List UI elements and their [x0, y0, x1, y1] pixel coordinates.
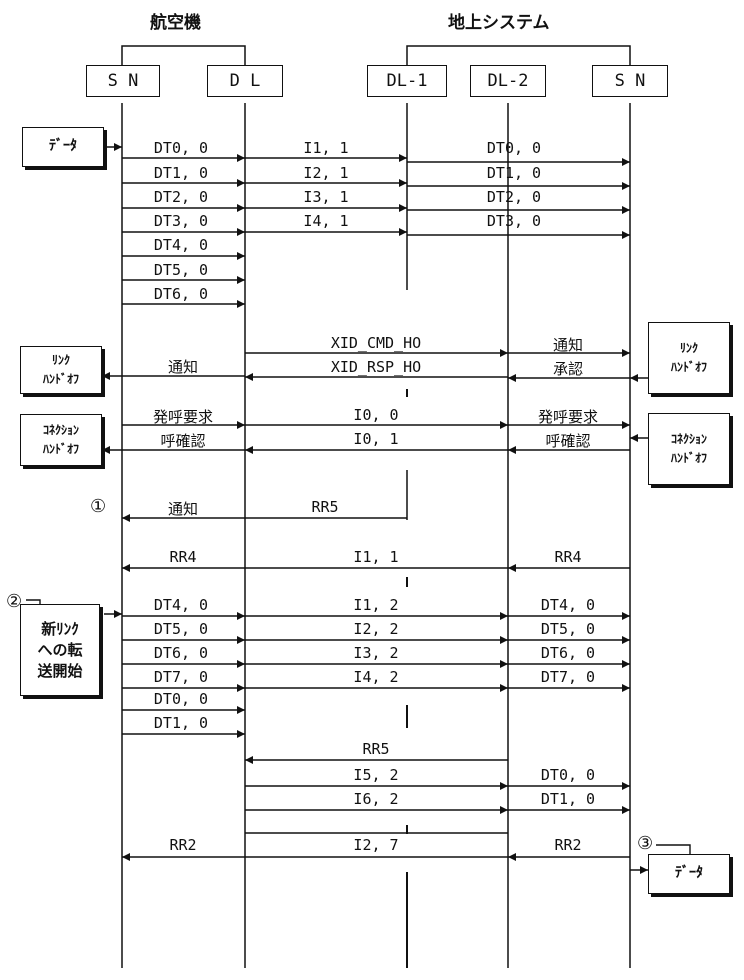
msg-dt60-b-g: DT6, 0 [540, 644, 596, 662]
msg-dt60-b: DT6, 0 [153, 644, 209, 662]
entity-sn-ground: S N [592, 65, 668, 97]
msg-rr5-b: RR5 [362, 740, 390, 758]
msg-i52: I5, 2 [353, 766, 399, 784]
entity-dl2: DL-2 [470, 65, 546, 97]
msg-ack-right: 承認 [552, 360, 584, 378]
msg-dt00-c: DT0, 0 [540, 766, 596, 784]
entity-sn-aircraft: S N [86, 65, 160, 97]
ground-group-label: 地上システム [448, 13, 550, 33]
msg-dt10-c: DT1, 0 [540, 790, 596, 808]
msg-rr5-a: RR5 [311, 498, 339, 516]
msg-rr2-right: RR2 [554, 836, 582, 854]
msg-call-request-right: 発呼要求 [537, 408, 599, 426]
msg-xid-rsp-ho: XID_RSP_HO [330, 358, 422, 376]
data-box-top: ﾃﾞｰﾀ [22, 127, 104, 167]
connection-handoff-right: ｺﾈｸｼｮﾝ ﾊﾝﾄﾞｵﾌ [648, 413, 730, 485]
msg-i11: I1, 1 [303, 139, 349, 157]
data-box-bottom: ﾃﾞｰﾀ [648, 854, 730, 894]
msg-notify-left: 通知 [167, 358, 199, 376]
msg-call-confirm-left: 呼確認 [160, 432, 206, 450]
ground-bracket [406, 45, 631, 65]
msg-dt00: DT0, 0 [153, 139, 209, 157]
entity-dl-aircraft: D L [207, 65, 283, 97]
msg-call-request-left: 発呼要求 [152, 408, 214, 426]
msg-i01: I0, 1 [353, 430, 399, 448]
msg-i12: I1, 2 [353, 596, 399, 614]
msg-rr4-right: RR4 [554, 548, 582, 566]
msg-i00: I0, 0 [353, 406, 399, 424]
msg-rr4-left: RR4 [169, 548, 197, 566]
msg-call-confirm-right: 呼確認 [545, 432, 591, 450]
msg-dt10-g: DT1, 0 [486, 164, 542, 182]
msg-dt70-g: DT7, 0 [540, 668, 596, 686]
marker-3-connector [656, 844, 691, 854]
link-handoff-left: ﾘﾝｸ ﾊﾝﾄﾞｵﾌ [20, 346, 102, 394]
msg-dt20: DT2, 0 [153, 188, 209, 206]
marker-2: ② [6, 591, 23, 612]
msg-i42: I4, 2 [353, 668, 399, 686]
msg-i31: I3, 1 [303, 188, 349, 206]
connection-handoff-left: ｺﾈｸｼｮﾝ ﾊﾝﾄﾞｵﾌ [20, 414, 102, 466]
marker-2-connector [26, 599, 41, 604]
msg-dt70: DT7, 0 [153, 668, 209, 686]
msg-dt00-g: DT0, 0 [486, 139, 542, 157]
msg-notify-right: 通知 [552, 336, 584, 354]
msg-dt30-g: DT3, 0 [486, 212, 542, 230]
msg-dt40: DT4, 0 [153, 236, 209, 254]
msg-i32: I3, 2 [353, 644, 399, 662]
msg-xid-cmd-ho: XID_CMD_HO [330, 334, 422, 352]
msg-i21: I2, 1 [303, 164, 349, 182]
entity-dl1: DL-1 [367, 65, 447, 97]
msg-i62: I6, 2 [353, 790, 399, 808]
msg-dt50-b: DT5, 0 [153, 620, 209, 638]
marker-3: ③ [637, 833, 654, 854]
msg-dt00-b: DT0, 0 [153, 690, 209, 708]
link-handoff-right: ﾘﾝｸ ﾊﾝﾄﾞｵﾌ [648, 322, 730, 394]
msg-dt10: DT1, 0 [153, 164, 209, 182]
msg-rr2-left: RR2 [169, 836, 197, 854]
aircraft-bracket [121, 45, 246, 65]
msg-dt40-b-g: DT4, 0 [540, 596, 596, 614]
msg-notify-1: 通知 [167, 500, 199, 518]
msg-dt40-b: DT4, 0 [153, 596, 209, 614]
msg-i11-b: I1, 1 [353, 548, 399, 566]
marker-1: ① [90, 496, 107, 517]
msg-dt60: DT6, 0 [153, 285, 209, 303]
msg-i27: I2, 7 [353, 836, 399, 854]
msg-dt20-g: DT2, 0 [486, 188, 542, 206]
msg-dt10-b: DT1, 0 [153, 714, 209, 732]
msg-i22: I2, 2 [353, 620, 399, 638]
msg-i41: I4, 1 [303, 212, 349, 230]
msg-dt30: DT3, 0 [153, 212, 209, 230]
aircraft-group-label: 航空機 [150, 13, 201, 33]
msg-dt50-b-g: DT5, 0 [540, 620, 596, 638]
msg-dt50: DT5, 0 [153, 261, 209, 279]
new-link-transfer-start: 新ﾘﾝｸ への転 送開始 [20, 604, 100, 696]
